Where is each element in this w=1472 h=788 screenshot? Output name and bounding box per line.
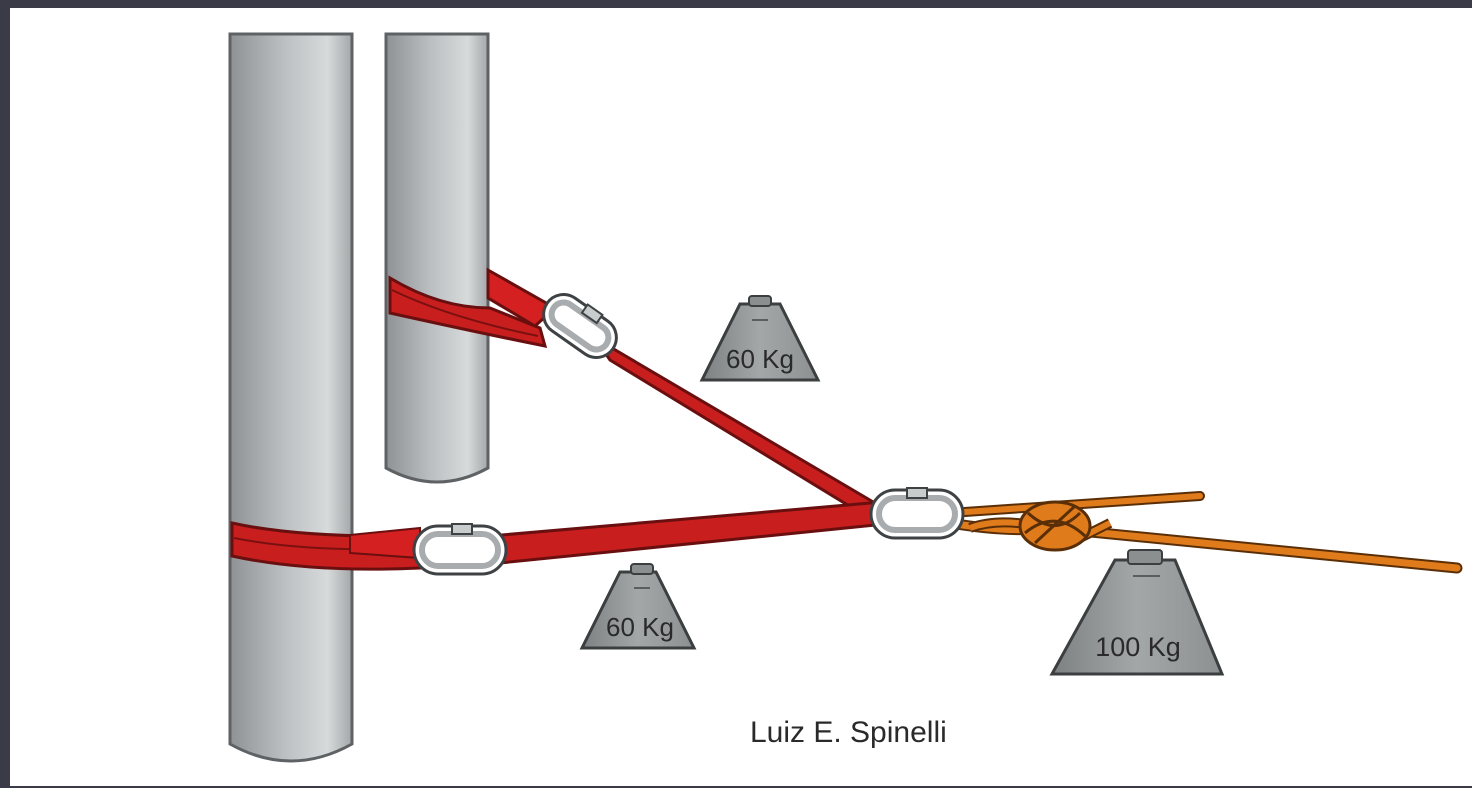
upper-sling xyxy=(388,267,558,348)
anchor-diagram: 60 Kg 60 Kg 100 Kg Luiz E. Spinelli xyxy=(228,32,1463,763)
lower-carabiner xyxy=(412,523,508,576)
weight-load-label: 100 Kg xyxy=(1095,632,1181,662)
credit-text: Luiz E. Spinelli xyxy=(750,716,947,749)
left-pole xyxy=(228,32,354,763)
weight-upper: 60 Kg xyxy=(699,295,821,382)
master-carabiner xyxy=(869,487,965,540)
weight-lower-label: 60 Kg xyxy=(606,612,674,642)
weight-upper-label: 60 Kg xyxy=(726,344,794,374)
lower-strap xyxy=(488,500,887,566)
diagram-canvas: 60 Kg 60 Kg 100 Kg Luiz E. Spinelli xyxy=(10,8,1472,786)
upper-carabiner xyxy=(542,293,618,359)
right-pole xyxy=(384,32,490,484)
knot xyxy=(1018,500,1092,552)
weight-load: 100 Kg xyxy=(1049,549,1225,676)
weight-lower: 60 Kg xyxy=(579,563,697,650)
